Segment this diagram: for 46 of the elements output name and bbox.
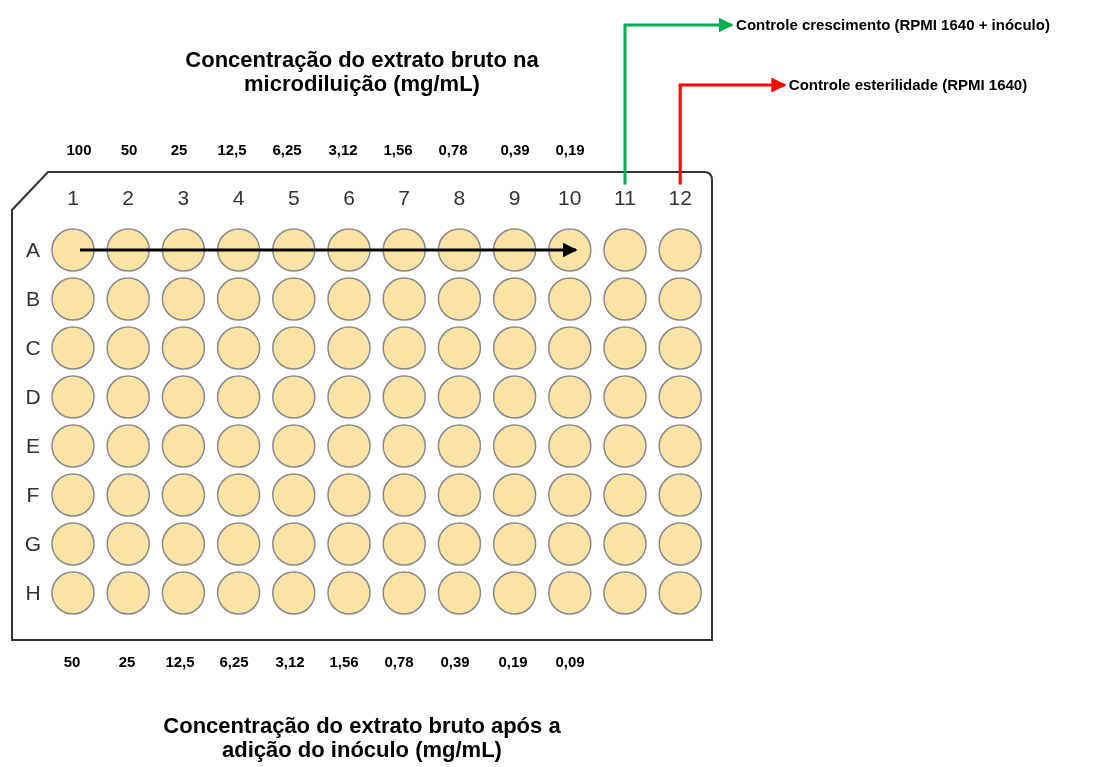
- control-label: Controle esterilidade (RPMI 1640): [788, 76, 1028, 94]
- concentration-value: 0,19: [555, 141, 585, 159]
- row-letter: D: [25, 385, 41, 409]
- column-number: 8: [453, 186, 466, 210]
- control-label: Controle crescimento (RPMI 1640 + inóculo): [736, 16, 1050, 34]
- row-letter: E: [26, 434, 40, 458]
- column-number: 12: [668, 186, 692, 210]
- leader-arrow: [623, 17, 734, 185]
- heading: Concentração do extrato bruto na microdiluição (mg/mL): [184, 47, 540, 97]
- row-letter: F: [26, 483, 40, 507]
- concentration-value: 50: [63, 653, 81, 671]
- column-number: 9: [508, 186, 521, 210]
- heading: Concentração do extrato bruto após a adição do inóculo (mg/mL): [162, 713, 562, 763]
- concentration-value: 12,5: [217, 141, 247, 159]
- concentration-value: 1,56: [383, 141, 413, 159]
- concentration-value: 0,09: [555, 653, 585, 671]
- concentration-value: 12,5: [165, 653, 195, 671]
- concentration-value: 100: [66, 141, 92, 159]
- row-letter: A: [26, 238, 40, 262]
- concentration-value: 25: [118, 653, 136, 671]
- concentration-value: 1,56: [329, 653, 359, 671]
- column-number: 6: [343, 186, 355, 210]
- concentration-value: 0,19: [498, 653, 528, 671]
- concentration-value: 3,12: [328, 141, 358, 159]
- concentration-value: 0,39: [440, 653, 470, 671]
- concentration-value: 6,25: [272, 141, 302, 159]
- row-letter: B: [26, 287, 40, 311]
- column-number: 7: [398, 186, 411, 210]
- column-number: 5: [287, 186, 300, 210]
- concentration-value: 25: [170, 141, 188, 159]
- row-letter: C: [25, 336, 41, 360]
- leader-arrow: [678, 77, 787, 185]
- concentration-value: 0,39: [500, 141, 530, 159]
- concentration-value: 50: [120, 141, 138, 159]
- row-letter: G: [24, 532, 42, 556]
- concentration-value: 3,12: [275, 653, 305, 671]
- column-number: 2: [122, 186, 135, 210]
- concentration-value: 6,25: [219, 653, 249, 671]
- column-number: 4: [232, 186, 245, 210]
- column-number: 1: [67, 186, 79, 210]
- row-letter: H: [25, 581, 41, 605]
- column-number: 3: [177, 186, 190, 210]
- column-number: 10: [558, 186, 582, 210]
- concentration-value: 0,78: [438, 141, 468, 159]
- column-number: 11: [614, 186, 636, 210]
- concentration-value: 0,78: [384, 653, 414, 671]
